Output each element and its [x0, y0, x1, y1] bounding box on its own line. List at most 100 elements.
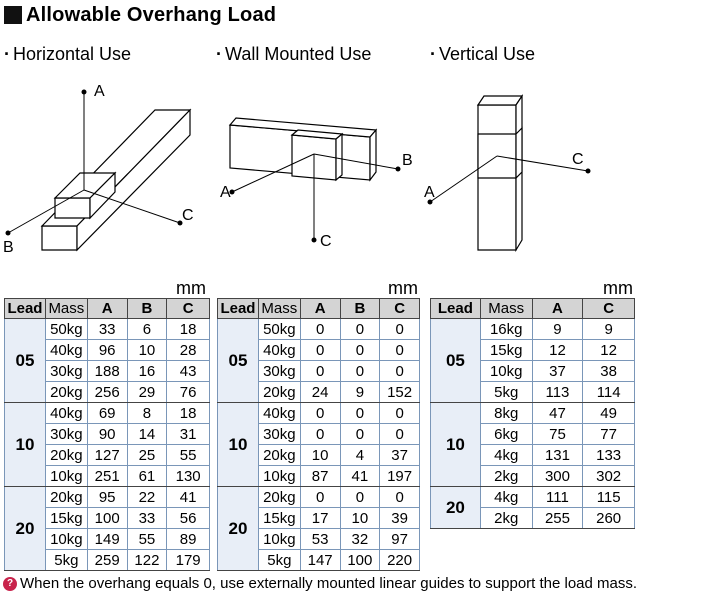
column-header: Lead — [430, 298, 481, 319]
value-cell: 115 — [582, 486, 635, 508]
axis-c-label: C — [320, 233, 332, 250]
mass-cell: 50kg — [257, 318, 301, 340]
mass-cell: 4kg — [479, 444, 533, 466]
value-cell: 0 — [299, 486, 341, 508]
axis-c-label: C — [182, 207, 194, 224]
value-cell: 49 — [582, 402, 635, 424]
value-cell: 10 — [339, 507, 381, 529]
mass-cell: 40kg — [44, 339, 88, 361]
column-header: B — [126, 298, 168, 319]
mass-cell: 20kg — [44, 486, 88, 508]
value-cell: 31 — [166, 423, 210, 445]
square-bullet-icon — [4, 6, 22, 24]
value-cell: 220 — [379, 549, 420, 571]
value-cell: 122 — [126, 549, 168, 571]
value-cell: 43 — [166, 360, 210, 382]
value-cell: 256 — [86, 381, 128, 403]
value-cell: 0 — [299, 402, 341, 424]
value-cell: 147 — [299, 549, 341, 571]
mass-cell: 4kg — [479, 486, 533, 508]
wall-mounted-use-label: ·Wall Mounted Use — [216, 44, 372, 64]
mass-cell: 2kg — [479, 465, 533, 487]
vertical-use-label: ·Vertical Use — [430, 44, 536, 64]
value-cell: 89 — [166, 528, 210, 550]
mass-cell: 40kg — [44, 402, 88, 424]
value-cell: 38 — [582, 360, 635, 382]
value-cell: 33 — [86, 318, 128, 340]
axis-b-label: B — [402, 152, 413, 169]
mass-cell: 10kg — [257, 465, 301, 487]
value-cell: 95 — [86, 486, 128, 508]
value-cell: 255 — [531, 507, 584, 529]
value-cell: 17 — [299, 507, 341, 529]
value-cell: 0 — [339, 402, 381, 424]
value-cell: 0 — [299, 360, 341, 382]
value-cell: 37 — [379, 444, 420, 466]
value-cell: 22 — [126, 486, 168, 508]
wall-mounted-use-diagram: A B C — [220, 117, 413, 250]
page-title-text: Allowable Overhang Load — [26, 3, 277, 26]
value-cell: 0 — [379, 339, 420, 361]
value-cell: 130 — [166, 465, 210, 487]
axis-c-label: C — [572, 151, 584, 168]
lead-cell: 20 — [430, 486, 481, 529]
lead-cell: 05 — [217, 318, 259, 403]
mass-cell: 20kg — [257, 486, 301, 508]
mass-cell: 15kg — [479, 339, 533, 361]
mass-cell: 20kg — [257, 381, 301, 403]
value-cell: 55 — [166, 444, 210, 466]
value-cell: 114 — [582, 381, 635, 403]
value-cell: 18 — [166, 402, 210, 424]
value-cell: 53 — [299, 528, 341, 550]
mass-cell: 20kg — [257, 444, 301, 466]
value-cell: 90 — [86, 423, 128, 445]
value-cell: 37 — [531, 360, 584, 382]
value-cell: 56 — [166, 507, 210, 529]
column-header: C — [582, 298, 635, 319]
column-header: A — [299, 298, 341, 319]
page-title: Allowable Overhang Load — [4, 2, 276, 28]
column-header: B — [339, 298, 381, 319]
value-cell: 76 — [166, 381, 210, 403]
lead-cell: 10 — [430, 402, 481, 487]
horizontal-use-label: ·Horizontal Use — [4, 44, 132, 64]
mass-cell: 8kg — [479, 402, 533, 424]
footnote: ? When the overhang equals 0, use extern… — [3, 575, 637, 592]
lead-cell: 10 — [4, 402, 46, 487]
value-cell: 188 — [86, 360, 128, 382]
mass-cell: 30kg — [257, 360, 301, 382]
value-cell: 28 — [166, 339, 210, 361]
value-cell: 0 — [379, 402, 420, 424]
value-cell: 77 — [582, 423, 635, 445]
axis-a-label: A — [94, 83, 105, 100]
value-cell: 149 — [86, 528, 128, 550]
value-cell: 302 — [582, 465, 635, 487]
value-cell: 0 — [339, 486, 381, 508]
column-header: C — [166, 298, 210, 319]
footnote-text: When the overhang equals 0, use external… — [20, 575, 638, 592]
column-header: A — [86, 298, 128, 319]
mass-cell: 10kg — [44, 465, 88, 487]
value-cell: 87 — [299, 465, 341, 487]
column-header: C — [379, 298, 420, 319]
mass-cell: 16kg — [479, 318, 533, 340]
value-cell: 41 — [166, 486, 210, 508]
